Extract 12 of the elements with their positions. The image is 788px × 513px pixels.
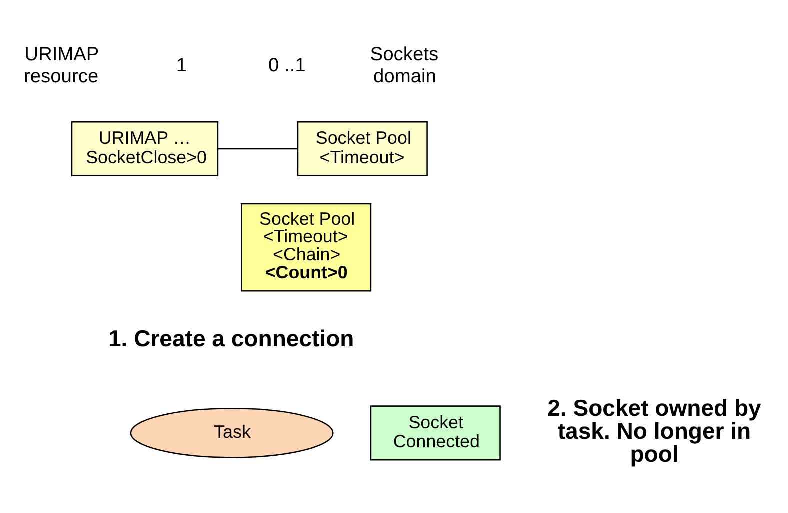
label: 1 — [176, 55, 188, 76]
node-box: URIMAP … SocketClose>0 — [71, 121, 219, 176]
node-ellipse: Task — [130, 408, 334, 458]
label: 0 ..1 — [268, 55, 306, 76]
label: 1. Create a connection — [108, 326, 354, 352]
node-box: Socket Connected — [370, 406, 501, 461]
node-label: URIMAP resource — [24, 44, 100, 88]
node-box: Socket Pool <Timeout> — [297, 121, 428, 176]
label: 2. Socket owned by task. No longer in pool — [548, 394, 762, 467]
connector — [218, 148, 298, 150]
node-label: Sockets domain — [370, 44, 439, 88]
node-box: Socket Pool <Timeout> <Chain> <Count>0 — [241, 203, 372, 292]
